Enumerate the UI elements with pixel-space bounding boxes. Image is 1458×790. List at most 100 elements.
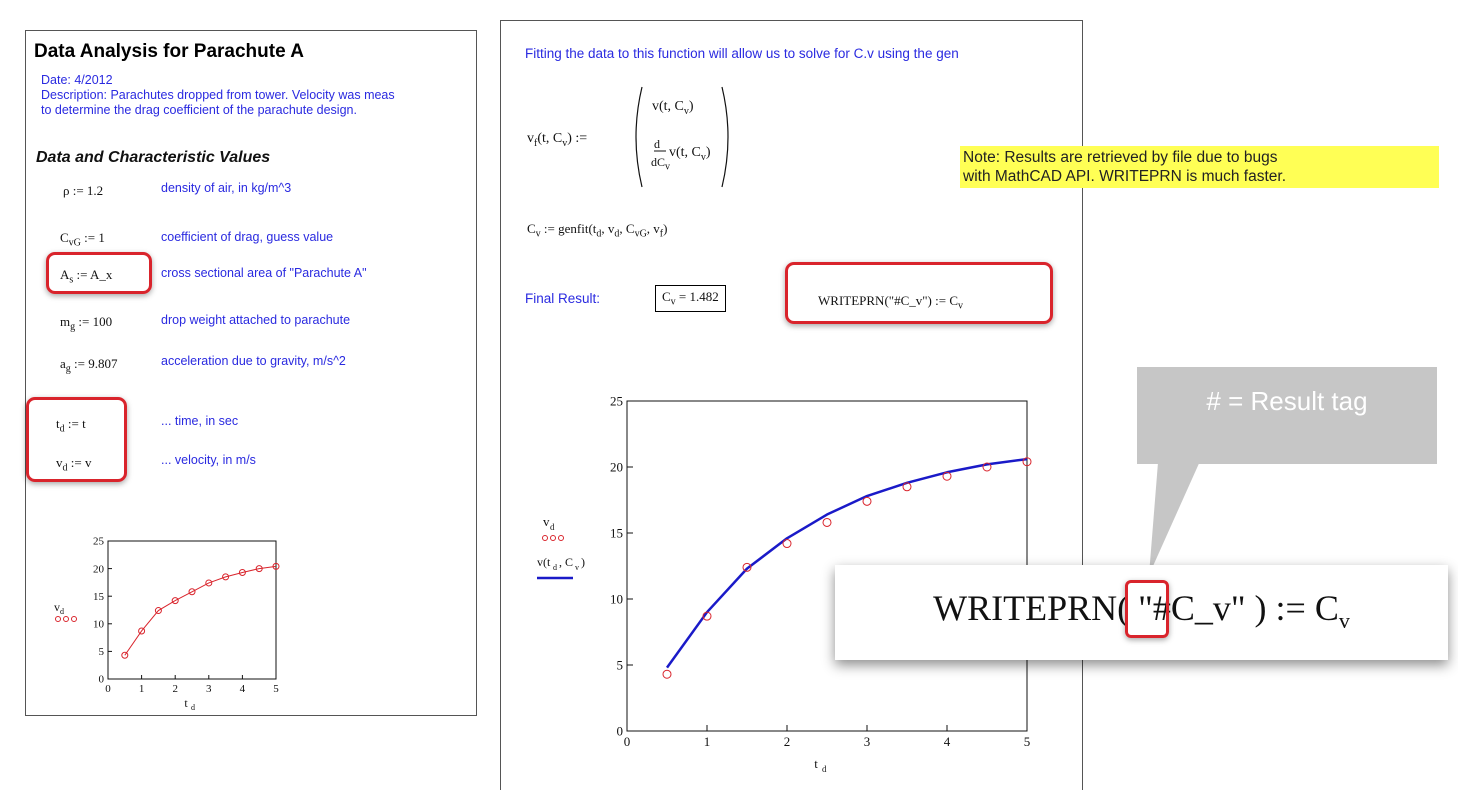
y-tick-label: 25 [610,393,623,408]
data-point [902,482,912,492]
area-highlight [46,252,152,294]
rho-definition[interactable]: ρ := 1.2 [63,183,104,198]
velocity-description: ... velocity, in m/s [161,453,256,467]
y-axis-label: v [54,600,60,614]
y-axis-label-2: v(t [537,555,551,569]
data-point [222,573,230,581]
y-tick-label: 15 [610,525,623,540]
y-tick-label: 10 [610,591,623,606]
x-tick-label: 0 [105,683,111,695]
x-tick-label: 2 [172,683,178,695]
legend-marker-data [558,535,564,541]
y-axis-label-1: v [543,514,550,529]
data-point [742,562,752,572]
legend-marker-data [550,535,556,541]
x-axis-label: t [184,696,188,710]
data-point [154,607,162,615]
vf-lhs[interactable]: vf(t, Cv) := [527,131,588,149]
legend-marker [71,616,77,622]
writeprn-zoom-panel: WRITEPRN( "#C_v" ) := Cv [835,565,1448,660]
description-line-1: Description: Parachutes dropped from tow… [41,88,395,102]
note-banner: Note: Results are retrieved by file due … [960,146,1439,188]
page-title: Data Analysis for Parachute A [34,41,304,62]
data-point [982,462,992,472]
y-tick-label: 10 [93,618,105,630]
final-result-value[interactable]: Cv = 1.482 [655,285,726,312]
y-axis-label-2b-sub: v [575,563,579,572]
y-axis-label-sub: d [60,607,64,616]
data-point [662,669,672,679]
data-point [205,579,213,587]
data-point [702,611,712,621]
mass-description: drop weight attached to parachute [161,313,351,327]
deriv-numerator: d [654,137,660,151]
legend-marker [63,616,69,622]
writeprn-expression[interactable]: WRITEPRN("#C_v") := Cv [818,293,963,312]
x-tick-label: 0 [624,734,631,749]
y-tick-label: 5 [617,657,624,672]
x-tick-label: 1 [139,683,145,695]
data-highlight [26,397,127,482]
gravity-description: acceleration due to gravity, m/s^2 [161,354,346,368]
data-point [862,496,872,506]
x-tick-label: 5 [273,683,279,695]
data-point [1022,457,1032,467]
x-tick-label: 3 [864,734,871,749]
data-point [272,562,280,570]
section-heading: Data and Characteristic Values [36,149,271,166]
right-worksheet: Fitting the data to this function will a… [500,20,1083,790]
x-axis-label: t [814,756,818,771]
matrix-top: v(t, Cv) [652,99,694,117]
note-line-2: with MathCAD API. WRITEPRN is much faste… [963,168,1286,185]
description-line-2: to determine the drag coefficient of the… [41,103,357,117]
x-tick-label: 4 [240,683,246,695]
plot-frame [107,540,277,680]
data-point [171,597,179,605]
vd-definition[interactable]: vd := v [56,455,92,474]
hash-highlight [1125,580,1169,638]
note-line-1: Note: Results are retrieved by file due … [963,149,1278,166]
data-point [188,588,196,596]
y-tick-label: 5 [99,646,105,658]
legend-marker [55,616,61,622]
x-tick-label: 2 [784,734,791,749]
cvg-definition[interactable]: CvG := 1 [60,230,105,249]
gravity-definition[interactable]: ag := 9.807 [60,356,118,375]
area-definition[interactable]: As := A_x [60,267,113,286]
data-point [822,517,832,527]
y-axis-label-1-sub: d [550,522,555,532]
td-definition[interactable]: td := t [56,416,86,435]
x-axis-label-sub: d [191,703,195,711]
y-tick-label: 25 [93,536,105,548]
data-point [121,651,129,659]
y-tick-label: 20 [610,459,623,474]
x-tick-label: 5 [1024,734,1031,749]
data-point [138,627,146,635]
y-tick-label: 0 [99,674,105,686]
result-tag-callout: # = Result tag [1137,367,1437,464]
vf-matrix-brackets [635,86,729,188]
x-tick-label: 4 [944,734,951,749]
data-point [942,471,952,481]
x-tick-label: 3 [206,683,212,695]
matrix-bottom: v(t, Cv) [669,145,711,163]
time-description: ... time, in sec [161,414,239,428]
x-axis-label-sub: d [822,764,827,774]
fit-curve [665,457,1028,669]
callout-pointer [1149,450,1205,575]
mass-definition[interactable]: mg := 100 [60,314,113,333]
writeprn-zoom-text: WRITEPRN( "#C_v" ) := Cv [933,588,1350,634]
data-point [255,565,263,573]
y-tick-label: 15 [93,591,105,603]
data-point [782,539,792,549]
deriv-denominator: dCv [651,155,671,173]
y-axis-label-2-sub: d [553,563,557,572]
writeprn-highlight [785,262,1053,324]
y-axis-label-2b: , C [559,555,573,569]
genfit-definition[interactable]: Cv := genfit(td, vd, CvG, vf) [527,221,668,240]
date-text: Date: 4/2012 [41,73,113,87]
y-tick-label: 20 [93,563,105,575]
left-worksheet: Data Analysis for Parachute A Date: 4/20… [25,30,477,716]
